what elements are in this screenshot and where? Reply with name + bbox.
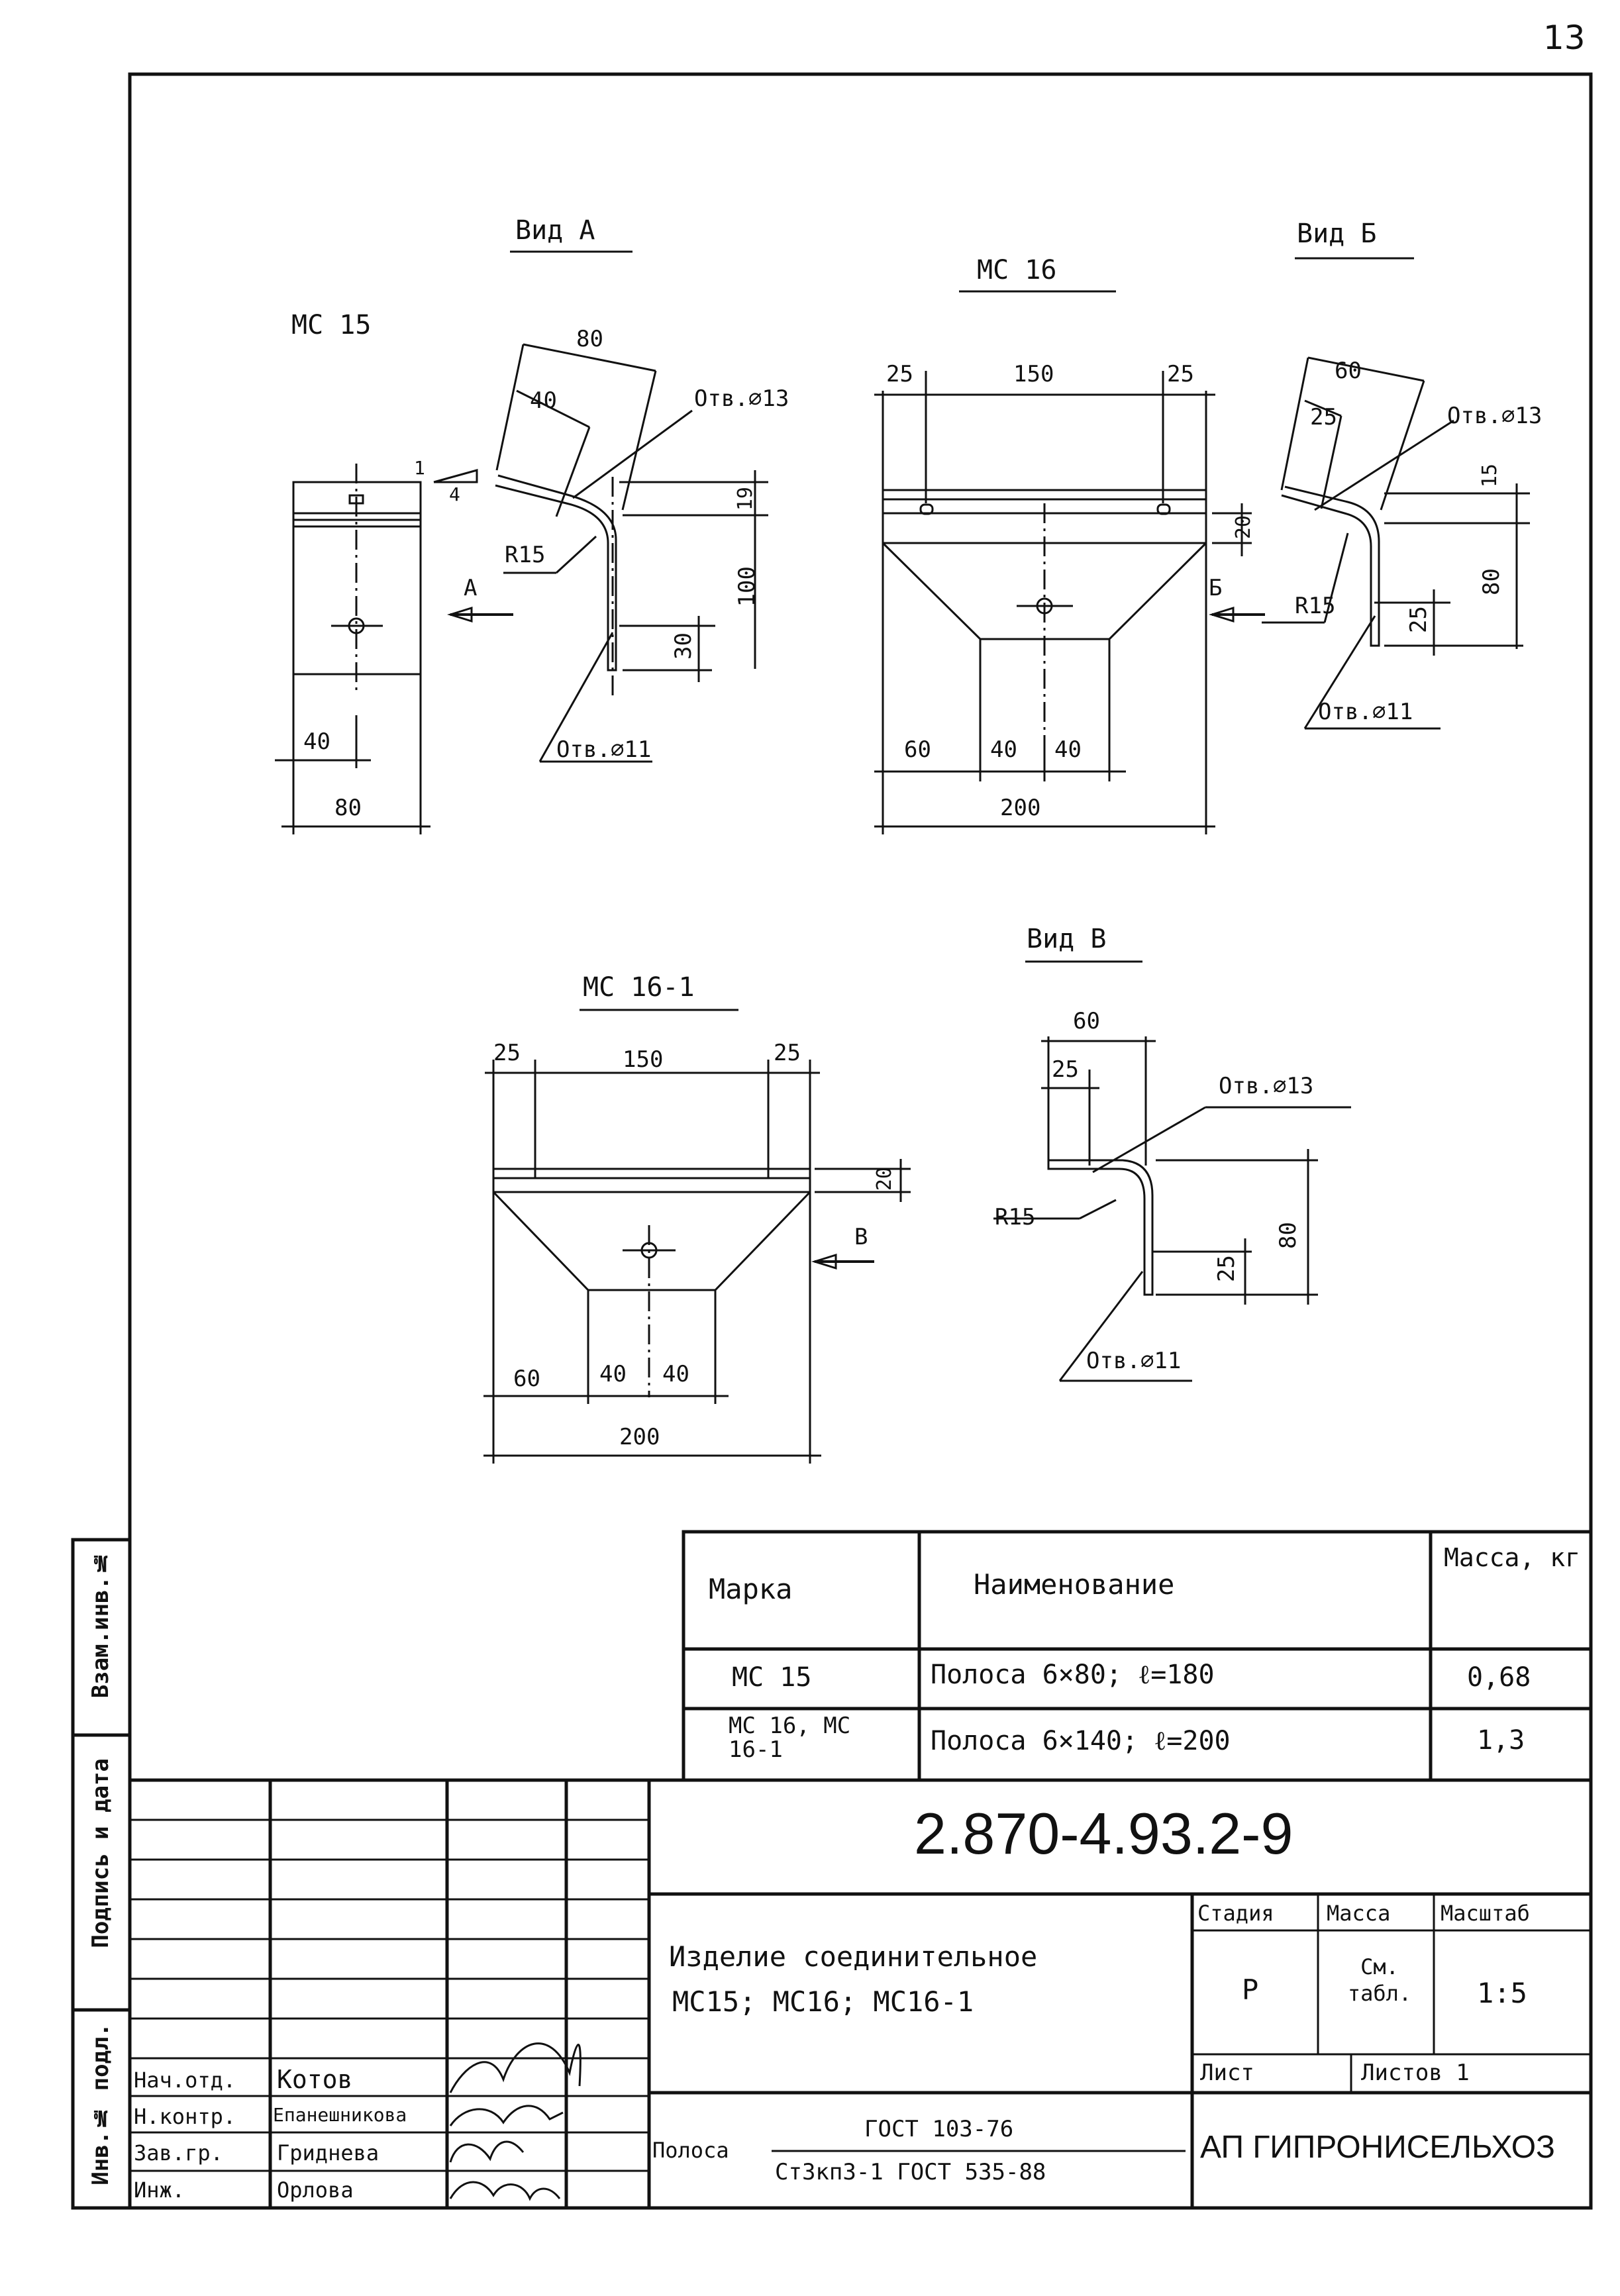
- vid-b-dim-15: 15: [1478, 464, 1501, 488]
- material-prefix: Полоса: [652, 2138, 729, 2163]
- role-3: Зав.гр.: [134, 2140, 223, 2166]
- vid-v-dim-60: 60: [1073, 1008, 1100, 1034]
- mc16-dim-25a: 25: [886, 361, 913, 387]
- drawing-frame: [128, 72, 1593, 2210]
- doc-code: 2.870-4.93.2-9: [914, 1801, 1293, 1866]
- spec-row1-mark: МС 15: [732, 1662, 812, 1693]
- vid-a-hole-13: Отв.⌀13: [694, 385, 789, 412]
- vid-a-dim-100: 100: [734, 566, 760, 607]
- vid-a-dim-40: 40: [530, 387, 557, 414]
- mass-value: См. табл.: [1347, 1954, 1412, 2006]
- vid-v-dim-25: 25: [1052, 1056, 1079, 1083]
- mc15-slope-1: 1: [414, 457, 425, 479]
- product-name-line2: МС15; МС16; МС16-1: [672, 1985, 974, 2018]
- left-strip-grid: [71, 1538, 132, 2210]
- mc16-1-dim-40b: 40: [662, 1361, 689, 1387]
- spec-header-name: Наименование: [974, 1568, 1175, 1601]
- vid-a-view: [495, 250, 768, 763]
- vid-v-hole-13: Отв.⌀13: [1219, 1073, 1314, 1099]
- mc15-slope-4: 4: [449, 483, 460, 505]
- strip-inv: Инв.№ подл.: [87, 2023, 114, 2185]
- mc16-arrow-label: Б: [1209, 575, 1223, 601]
- spec-row1-mass: 0,68: [1467, 1662, 1531, 1693]
- mc16-dim-25b: 25: [1167, 361, 1194, 387]
- mc16-1-arrow-label: В: [854, 1224, 868, 1250]
- vid-b-radius: R15: [1295, 593, 1336, 619]
- mc16-dim-40a: 40: [990, 736, 1017, 763]
- spec-row2-mass: 1,3: [1477, 1725, 1525, 1756]
- vid-b-dim-25b: 25: [1405, 606, 1432, 633]
- product-name-line1: Изделие соединительное: [669, 1940, 1038, 1973]
- role-1: Нач.отд.: [134, 2068, 236, 2093]
- strip-podpis: Подпись и дата: [87, 1758, 114, 1948]
- sheets-label: Листов 1: [1361, 2060, 1470, 2086]
- sheet-label: Лист: [1200, 2060, 1254, 2086]
- spec-row2-name: Полоса 6×140; ℓ=200: [931, 1726, 1231, 1756]
- mc16-dim-60: 60: [904, 736, 931, 763]
- mc16-1-dim-200: 200: [619, 1424, 660, 1450]
- scale-value: 1:5: [1477, 1977, 1527, 2009]
- vid-v-title: Вид В: [1027, 924, 1107, 954]
- mc16-1-view: [483, 1009, 911, 1464]
- title-block-grid: [130, 1778, 1591, 2208]
- mc15-dim-80: 80: [334, 795, 362, 821]
- mc16-1-dim-20: 20: [873, 1167, 896, 1191]
- mc16-1-title: МС 16-1: [583, 972, 695, 1003]
- name-4: Орлова: [277, 2177, 354, 2203]
- vid-b-title: Вид Б: [1297, 219, 1377, 249]
- vid-a-dim-80: 80: [576, 326, 603, 352]
- mc15-arrow-label: А: [464, 575, 478, 601]
- name-2: Епанешникова: [273, 2104, 407, 2126]
- strip-vzam: Взам.инв.№: [87, 1550, 114, 1699]
- vid-b-view: [1262, 257, 1530, 730]
- role-2: Н.контр.: [134, 2104, 236, 2129]
- mc16-dim-150: 150: [1013, 361, 1054, 387]
- vid-v-dim-80: 80: [1275, 1222, 1301, 1249]
- vid-b-hole-11: Отв.⌀11: [1318, 699, 1413, 725]
- material-bottom: Ст3кп3-1 ГОСТ 535-88: [775, 2159, 1046, 2185]
- role-4: Инж.: [134, 2177, 185, 2203]
- spec-row2-mark: МС 16, МС 16-1: [729, 1713, 851, 1763]
- vid-b-dim-25: 25: [1310, 404, 1337, 430]
- stage-label: Стадия: [1197, 1901, 1274, 1926]
- vid-a-dim-19: 19: [734, 487, 757, 511]
- vid-v-hole-11: Отв.⌀11: [1086, 1348, 1182, 1374]
- material-top: ГОСТ 103-76: [864, 2116, 1014, 2142]
- vid-v-view: [993, 960, 1351, 1382]
- mc16-1-dim-25b: 25: [774, 1040, 801, 1066]
- mc16-view: [874, 290, 1265, 834]
- mc15-front-view: [275, 464, 513, 834]
- vid-v-radius: R15: [995, 1204, 1036, 1230]
- signatures: [449, 2042, 582, 2201]
- vid-b-dim-60: 60: [1335, 358, 1362, 384]
- page-number: 13: [1543, 19, 1586, 57]
- spec-header-mass: Масса, кг: [1444, 1543, 1580, 1572]
- name-1: Котов: [277, 2065, 353, 2094]
- spec-header-mark: Марка: [709, 1573, 793, 1605]
- mc16-1-dim-25a: 25: [493, 1040, 521, 1066]
- mass-label: Масса: [1327, 1901, 1391, 1926]
- vid-a-radius: R15: [505, 542, 546, 568]
- mc16-1-dim-150: 150: [623, 1046, 664, 1073]
- stage-value: Р: [1242, 1973, 1259, 2006]
- organization: АП ГИПРОНИСЕЛЬХОЗ: [1200, 2130, 1556, 2165]
- vid-b-dim-80: 80: [1478, 568, 1505, 595]
- spec-row1-name: Полоса 6×80; ℓ=180: [931, 1660, 1215, 1690]
- mc16-dim-20: 20: [1232, 515, 1255, 540]
- mc16-1-dim-40a: 40: [599, 1361, 627, 1387]
- name-3: Гриднева: [277, 2140, 380, 2166]
- vid-a-dim-30: 30: [670, 632, 697, 660]
- mc16-dim-40b: 40: [1054, 736, 1082, 763]
- mc16-title: МС 16: [977, 255, 1057, 285]
- mc15-title: МС 15: [291, 310, 372, 340]
- scale-label: Масштаб: [1441, 1901, 1530, 1926]
- vid-v-dim-25b: 25: [1213, 1255, 1240, 1282]
- mc16-dim-200: 200: [1000, 795, 1041, 821]
- vid-a-title: Вид А: [515, 215, 595, 246]
- mc16-1-dim-60: 60: [513, 1366, 540, 1392]
- vid-b-hole-13: Отв.⌀13: [1447, 403, 1543, 429]
- mc15-dim-40: 40: [303, 728, 330, 755]
- vid-a-hole-11: Отв.⌀11: [556, 736, 652, 763]
